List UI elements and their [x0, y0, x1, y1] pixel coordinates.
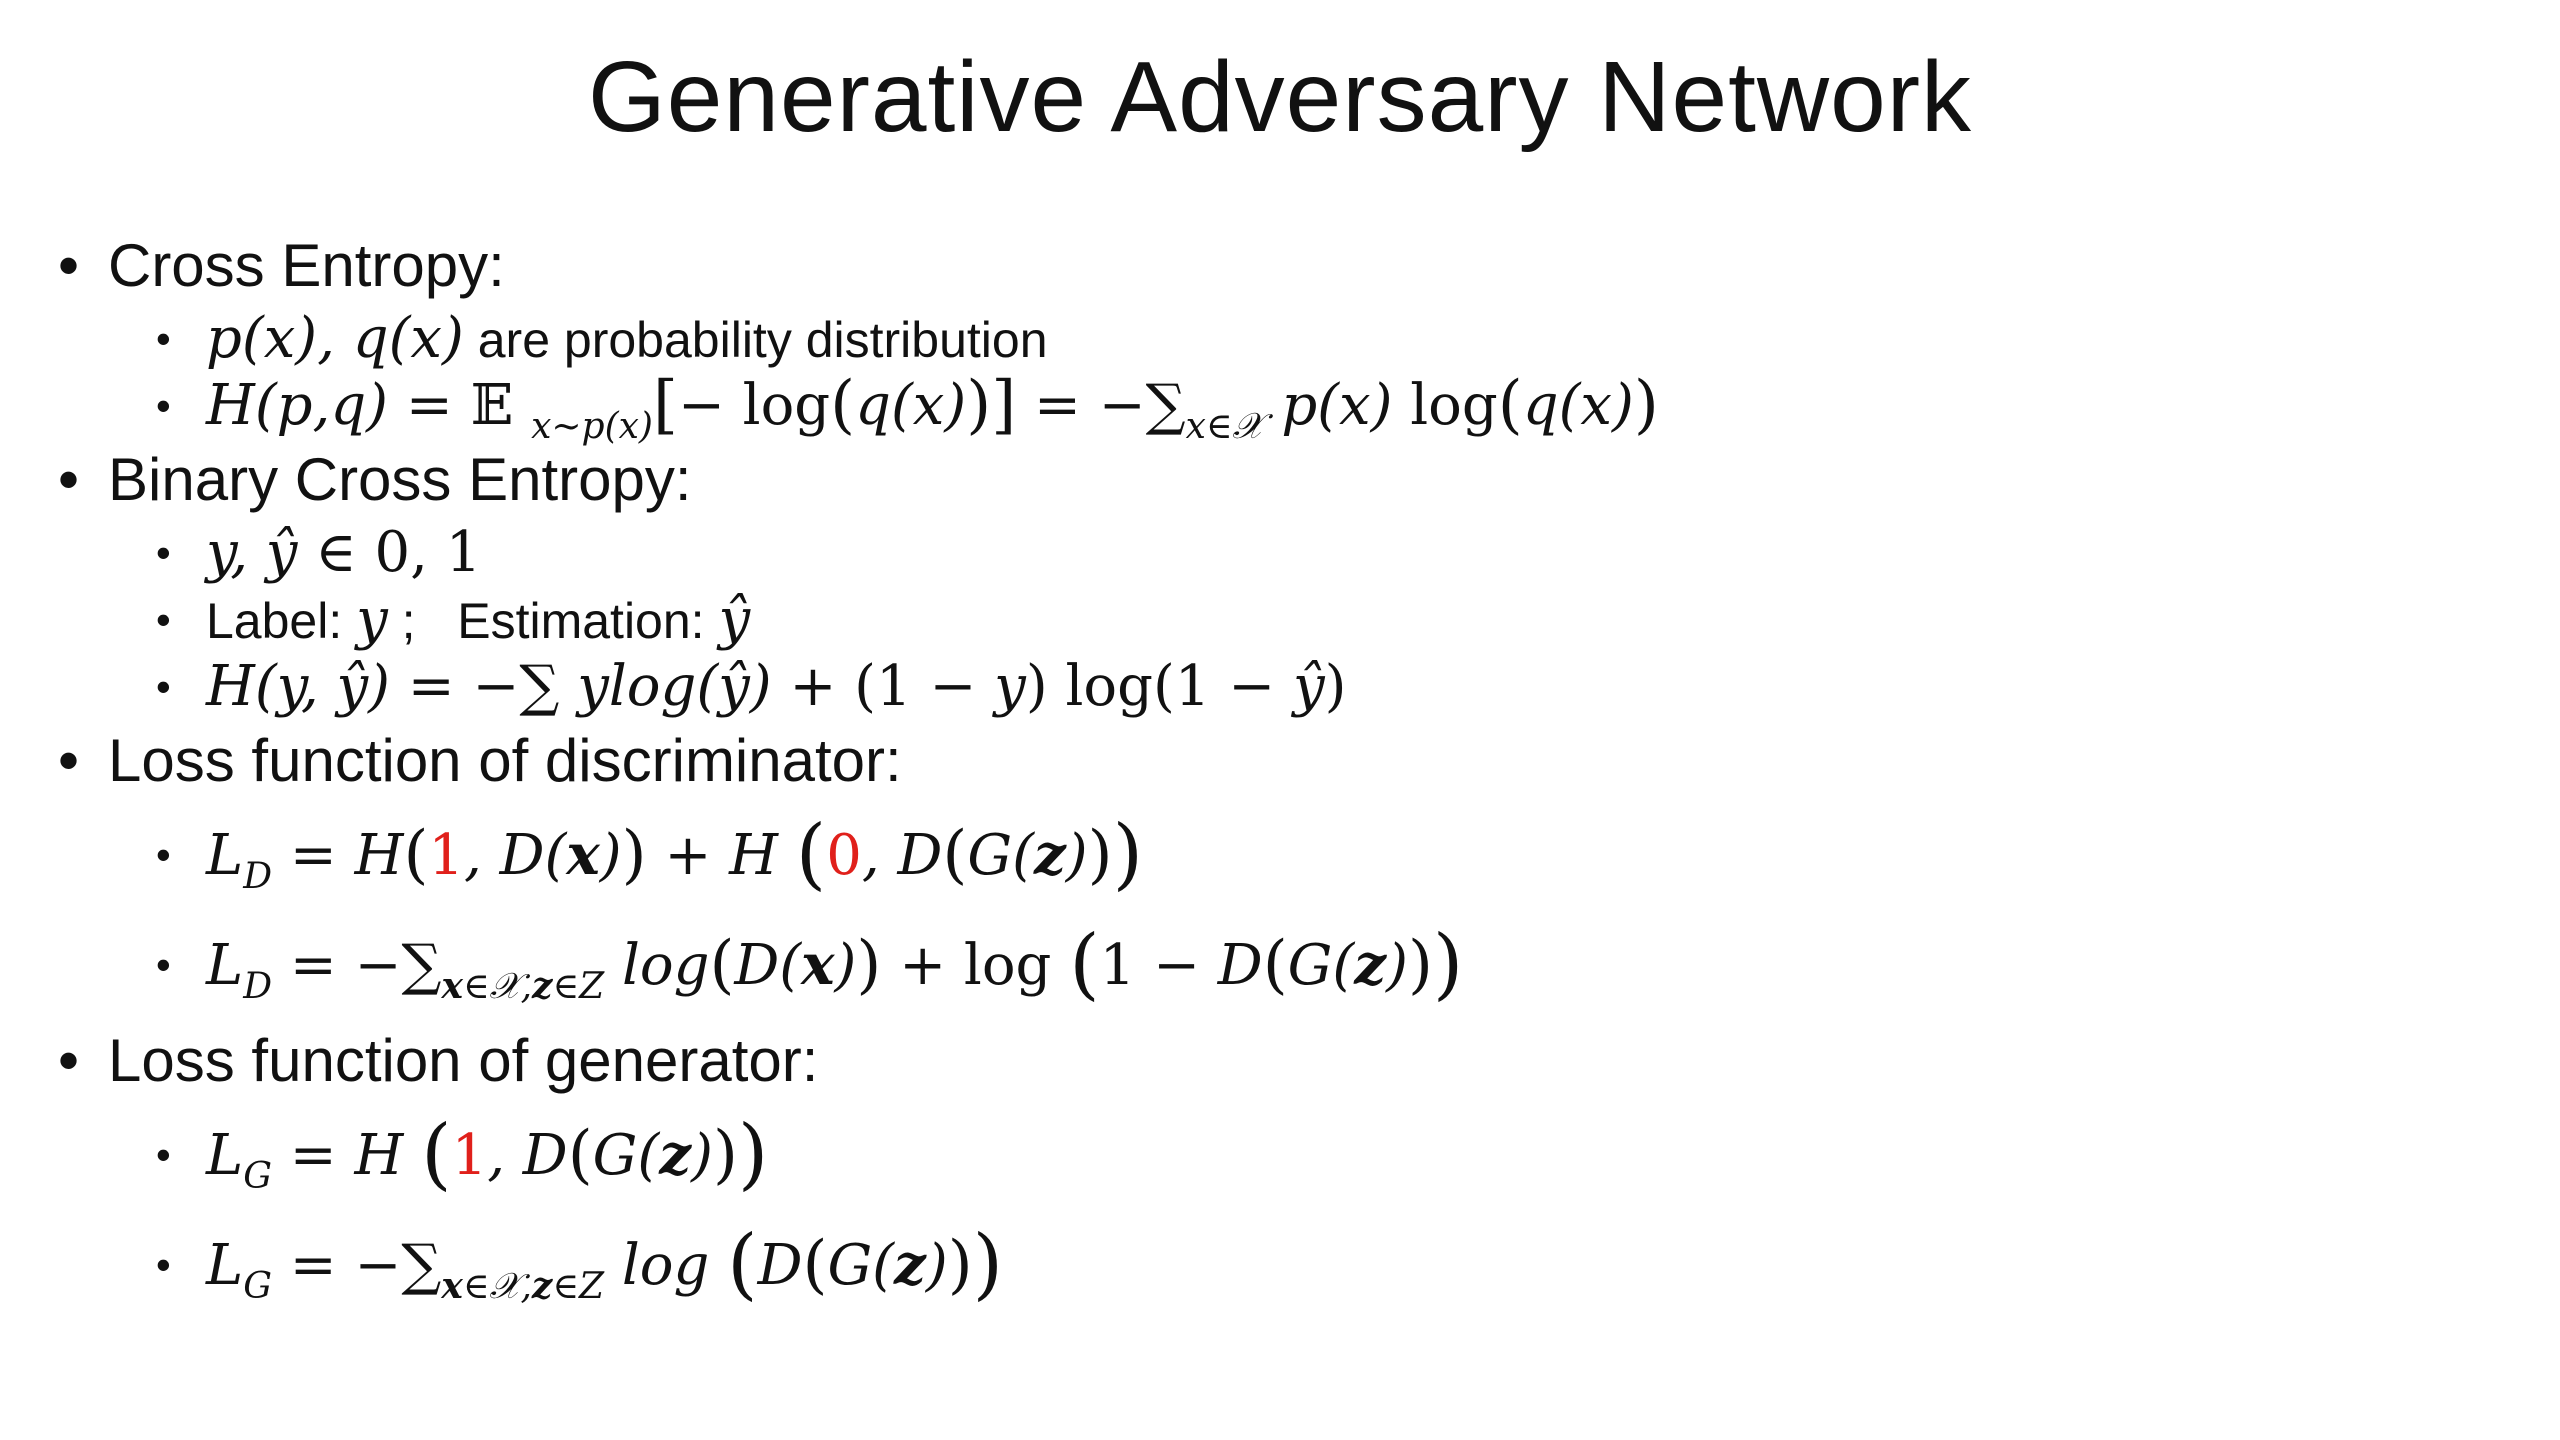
bullet-glyph: • — [156, 1241, 171, 1288]
label-variable: y — [356, 587, 388, 652]
bullet-discriminator-loss: • Loss function of discriminator: — [58, 721, 2498, 801]
slide-title: Generative Adversary Network — [587, 41, 1973, 153]
bullet-glyph: • — [58, 727, 80, 794]
bullet-glyph: • — [156, 529, 171, 576]
section-heading: Loss function of discriminator: — [108, 727, 902, 794]
sub-bullet-probability: • p(x), q(x) are probability distributio… — [58, 306, 2498, 373]
sub-bullet-domain: • y, ŷ ∈ 0, 1 — [58, 520, 2498, 587]
math-expression: y, ŷ ∈ 0, 1 — [206, 520, 482, 585]
label-one-highlight: 1 — [428, 823, 465, 888]
bullet-glyph: • — [156, 382, 171, 429]
bullet-glyph: • — [156, 831, 171, 878]
bullet-glyph: • — [58, 446, 80, 513]
sub-bullet-bce-formula: • H(y, ŷ) = −∑ ylog(ŷ) + (1 − y) log(1 −… — [58, 654, 2498, 721]
estimation-text: Estimation: — [457, 593, 719, 649]
section-heading: Binary Cross Entropy: — [108, 446, 692, 513]
sub-bullet-discriminator-formula-2: • LD = −∑x∈𝒳,z∈Z log(D(x)) + log (1 − D(… — [58, 911, 2498, 1021]
sub-bullet-generator-formula-1: • LG = H (1, D(G(z))) — [58, 1101, 2498, 1211]
bullet-glyph: • — [58, 232, 80, 299]
bullet-glyph: • — [156, 663, 171, 710]
separator: ; — [387, 593, 430, 649]
label-text: Label: — [206, 593, 357, 649]
bullet-glyph: • — [156, 315, 171, 362]
section-heading: Cross Entropy: — [108, 232, 505, 299]
slide-content: • Cross Entropy: • p(x), q(x) are probab… — [58, 226, 2498, 1321]
bullet-glyph: • — [156, 941, 171, 988]
math-expression: H(y, ŷ) = −∑ ylog(ŷ) + (1 − y) log(1 − ŷ… — [206, 654, 1347, 719]
sub-bullet-discriminator-formula-1: • LD = H(1, D(x)) + H (0, D(G(z))) — [58, 801, 2498, 911]
math-expression: LG = −∑x∈𝒳,z∈Z log (D(G(z))) — [206, 1219, 1004, 1309]
bullet-cross-entropy: • Cross Entropy: — [58, 226, 2498, 306]
bullet-glyph: • — [156, 596, 171, 643]
sub-bullet-label-estimation: • Label: y ; Estimation: ŷ — [58, 587, 2498, 654]
bullet-glyph: • — [156, 1131, 171, 1178]
estimation-variable: ŷ — [718, 587, 751, 652]
label-zero-highlight: 0 — [826, 823, 862, 888]
bullet-generator-loss: • Loss function of generator: — [58, 1021, 2498, 1101]
sub-bullet-generator-formula-2: • LG = −∑x∈𝒳,z∈Z log (D(G(z))) — [58, 1211, 2498, 1321]
math-expression: LD = −∑x∈𝒳,z∈Z log(D(x)) + log (1 − D(G(… — [206, 919, 1464, 1009]
math-expression: LD = H(1, D(x)) + H (0, D(G(z))) — [206, 809, 1144, 899]
sub-bullet-cross-entropy-formula: • H(p,q) = 𝔼 x~p(x)[− log(q(x))] = −∑x∈𝒳… — [58, 368, 2498, 447]
math-expression: p(x), q(x) — [206, 306, 464, 371]
section-heading: Loss function of generator: — [108, 1027, 819, 1094]
bullet-binary-cross-entropy: • Binary Cross Entropy: — [58, 440, 2498, 520]
label-one-highlight: 1 — [451, 1123, 488, 1188]
sub-bullet-text: are probability distribution — [463, 312, 1048, 368]
bullet-glyph: • — [58, 1027, 80, 1094]
math-expression: LG = H (1, D(G(z))) — [206, 1109, 769, 1199]
math-expression: H(p,q) = 𝔼 x~p(x)[− log(q(x))] = −∑x∈𝒳 p… — [206, 368, 1659, 447]
